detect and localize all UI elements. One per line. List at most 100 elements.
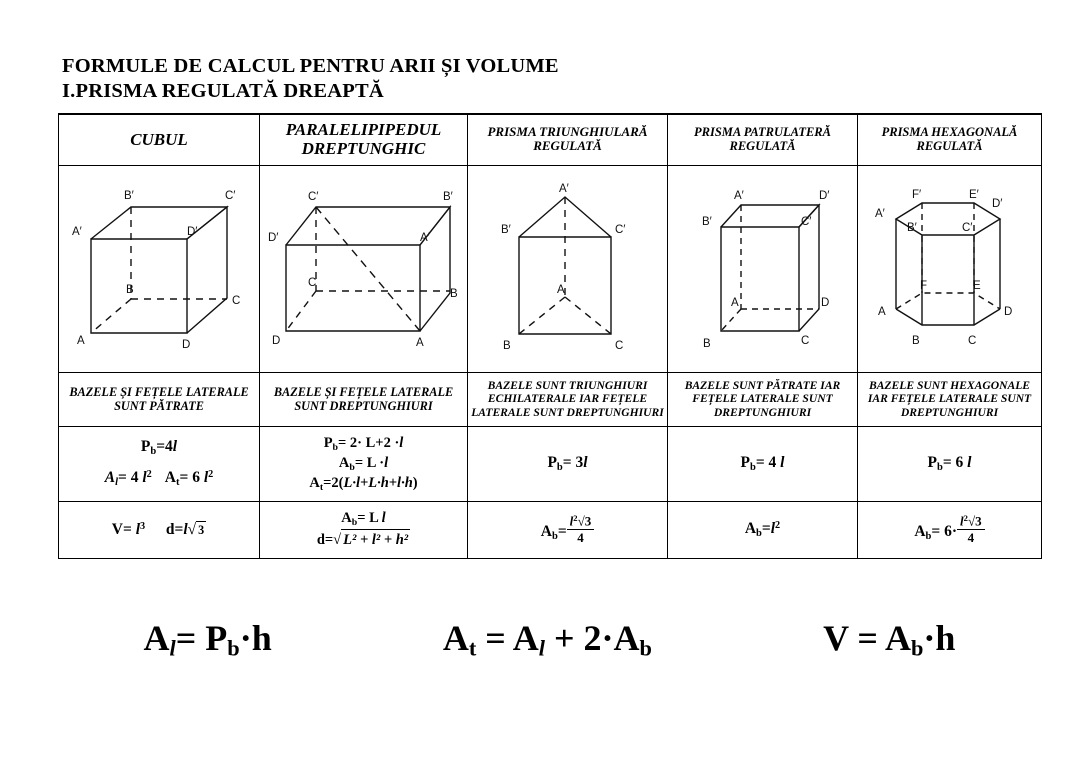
- figure-cell-hexagonal-prism: F′ E′ D′ A′ B′ C′ F E A D B C: [857, 164, 1042, 373]
- label-C: C: [232, 295, 240, 307]
- cube-pb-formula: Pb=4l: [140, 438, 178, 458]
- figure-cell-cube: A B C D A′ B′ C′ D′: [58, 164, 260, 373]
- label-B: B: [450, 288, 458, 300]
- label-E: E: [973, 280, 981, 292]
- header-prisma-triunghiulara: PRISMA TRIUNGHIULARĂ REGULATĂ: [467, 112, 668, 166]
- formula-parallelepiped-perimeter-area: Pb= 2· L+2 ·l Ab= L ·l At=2(L·l+L·h+l·h): [259, 426, 468, 503]
- parallelepiped-diagonal-formula: d=√L² + l² + h²: [264, 529, 463, 550]
- label-Bprime: B′: [702, 216, 712, 228]
- cube-diagonal-formula: d=l√3: [162, 520, 207, 538]
- label-D: D: [272, 335, 280, 347]
- title-line-2: I.PRISMA REGULATĂ DREAPTĂ: [62, 80, 384, 102]
- label-Dprime: D′: [187, 226, 197, 238]
- label-Aprime: A′: [72, 226, 82, 238]
- formula-parallelepiped-base-diagonal: Ab= L l d=√L² + l² + h²: [259, 501, 468, 560]
- label-Fprime: F′: [912, 189, 921, 201]
- formulas-table: CUBUL PARALELIPIPEDUL DREPTUNGHIC PRISMA…: [58, 112, 1042, 560]
- label-F: F: [920, 280, 927, 292]
- cube-diagram: A B C D A′ B′ C′ D′: [59, 166, 259, 372]
- figure-cell-parallelepiped: D C B A D′ C′ B′ A′: [259, 164, 468, 373]
- triangular-prism-svg: A′ B′ C′ A B C: [501, 183, 625, 352]
- parallelepiped-diagram: D C B A D′ C′ B′ A′: [260, 166, 467, 372]
- square-prism-svg: A′ B′ C′ D′ A B C D: [702, 190, 829, 350]
- label-D: D: [821, 297, 829, 309]
- figure-cell-square-prism: A′ B′ C′ D′ A B C D: [667, 164, 858, 373]
- label-C: C: [615, 340, 623, 352]
- table-figure-row: A B C D A′ B′ C′ D′: [58, 164, 1042, 373]
- formula-square-perimeter: Pb= 4 l: [667, 426, 858, 503]
- summary-formulas: Al= Pb·h At = Al + 2·Ab V = Ab·h: [58, 617, 1041, 662]
- label-Dprime: D′: [992, 198, 1002, 210]
- parallelepiped-ab2-formula: Ab= L l: [341, 510, 386, 529]
- label-Dprime: D′: [268, 232, 278, 244]
- parallelepiped-at-formula: At=2(L·l+L·h+l·h): [309, 474, 418, 493]
- table-formula-row-2: V= l3 d=l√3 Ab= L l d=√L² + l² + h² Ab=l…: [58, 501, 1042, 560]
- header-prisma-patrulatera: PRISMA PATRULATERĂ REGULATĂ: [667, 112, 858, 166]
- summary-lateral-area: Al= Pb·h: [143, 618, 272, 661]
- label-D: D: [182, 339, 190, 351]
- label-Cprime: C′: [962, 222, 972, 234]
- description-patrulatera: BAZELE SUNT PĂTRATE IAR FEȚELE LATERALE …: [667, 371, 858, 428]
- cube-svg: A B C D A′ B′ C′ D′: [72, 190, 240, 351]
- label-Cprime: C′: [801, 216, 811, 228]
- label-C: C: [968, 335, 976, 347]
- label-B: B: [912, 335, 920, 347]
- label-A: A: [731, 297, 739, 309]
- header-paralelipipedul-dreptunghic: PARALELIPIPEDUL DREPTUNGHIC: [259, 112, 468, 166]
- label-Aprime: A′: [734, 190, 744, 202]
- title-line-1: FORMULE DE CALCUL PENTRU ARII ȘI VOLUME: [62, 55, 559, 77]
- label-A: A: [77, 335, 85, 347]
- label-B: B: [126, 284, 134, 296]
- label-C: C: [801, 335, 809, 347]
- label-Aprime: A′: [875, 208, 885, 220]
- label-Aprime: A′: [559, 183, 569, 195]
- hexagonal-prism-diagram: F′ E′ D′ A′ B′ C′ F E A D B C: [858, 166, 1041, 372]
- label-Cprime: C′: [308, 191, 318, 203]
- formula-triangular-perimeter: Pb= 3l: [467, 426, 668, 503]
- parallelepiped-ab-formula: Ab= L ·l: [338, 454, 389, 473]
- formula-square-base-area: Ab=l2: [667, 501, 858, 560]
- label-Bprime: B′: [501, 224, 511, 236]
- hexagonal-prism-svg: F′ E′ D′ A′ B′ C′ F E A D B C: [875, 189, 1012, 347]
- header-cubul: CUBUL: [58, 112, 260, 166]
- triangular-prism-diagram: A′ B′ C′ A B C: [468, 166, 667, 372]
- label-A: A: [416, 337, 424, 349]
- header-prisma-hexagonala: PRISMA HEXAGONALĂ REGULATĂ: [857, 112, 1042, 166]
- label-Dprime: D′: [819, 190, 829, 202]
- label-Cprime: C′: [225, 190, 235, 202]
- description-triunghiulara: BAZELE SUNT TRIUNGHIURI ECHILATERALE IAR…: [467, 371, 668, 428]
- radical-icon: √L² + l² + h²: [333, 529, 411, 550]
- label-Bprime: B′: [124, 190, 134, 202]
- label-Aprime: A′: [420, 232, 430, 244]
- label-D: D: [1004, 306, 1012, 318]
- radical-icon: √3: [187, 520, 207, 538]
- label-A: A: [557, 284, 565, 296]
- table-header-row: CUBUL PARALELIPIPEDUL DREPTUNGHIC PRISMA…: [58, 112, 1042, 166]
- description-hexagonala: BAZELE SUNT HEXAGONALE IAR FEȚELE LATERA…: [857, 371, 1042, 428]
- cube-volume-formula: V= l3: [111, 520, 146, 538]
- label-A: A: [878, 306, 886, 318]
- square-prism-diagram: A′ B′ C′ D′ A B C D: [668, 166, 857, 372]
- summary-volume: V = Ab·h: [823, 618, 956, 661]
- label-Bprime: B′: [443, 191, 453, 203]
- label-Cprime: C′: [615, 224, 625, 236]
- formula-hexagonal-perimeter: Pb= 6 l: [857, 426, 1042, 503]
- description-cubul: BAZELE ȘI FEȚELE LATERALE SUNT PĂTRATE: [58, 371, 260, 428]
- parallelepiped-pb-formula: Pb= 2· L+2 ·l: [323, 435, 404, 453]
- label-C: C: [308, 277, 316, 289]
- description-paralelipipedul: BAZELE ȘI FEȚELE LATERALE SUNT DREPTUNGH…: [259, 371, 468, 428]
- formula-cube-volume-diagonal: V= l3 d=l√3: [58, 501, 260, 560]
- label-Eprime: E′: [969, 189, 979, 201]
- table-description-row: BAZELE ȘI FEȚELE LATERALE SUNT PĂTRATE B…: [58, 371, 1042, 428]
- summary-total-area: At = Al + 2·Ab: [442, 618, 652, 661]
- label-B: B: [503, 340, 511, 352]
- page-title: FORMULE DE CALCUL PENTRU ARII ȘI VOLUME …: [62, 54, 962, 104]
- figure-cell-triangular-prism: A′ B′ C′ A B C: [467, 164, 668, 373]
